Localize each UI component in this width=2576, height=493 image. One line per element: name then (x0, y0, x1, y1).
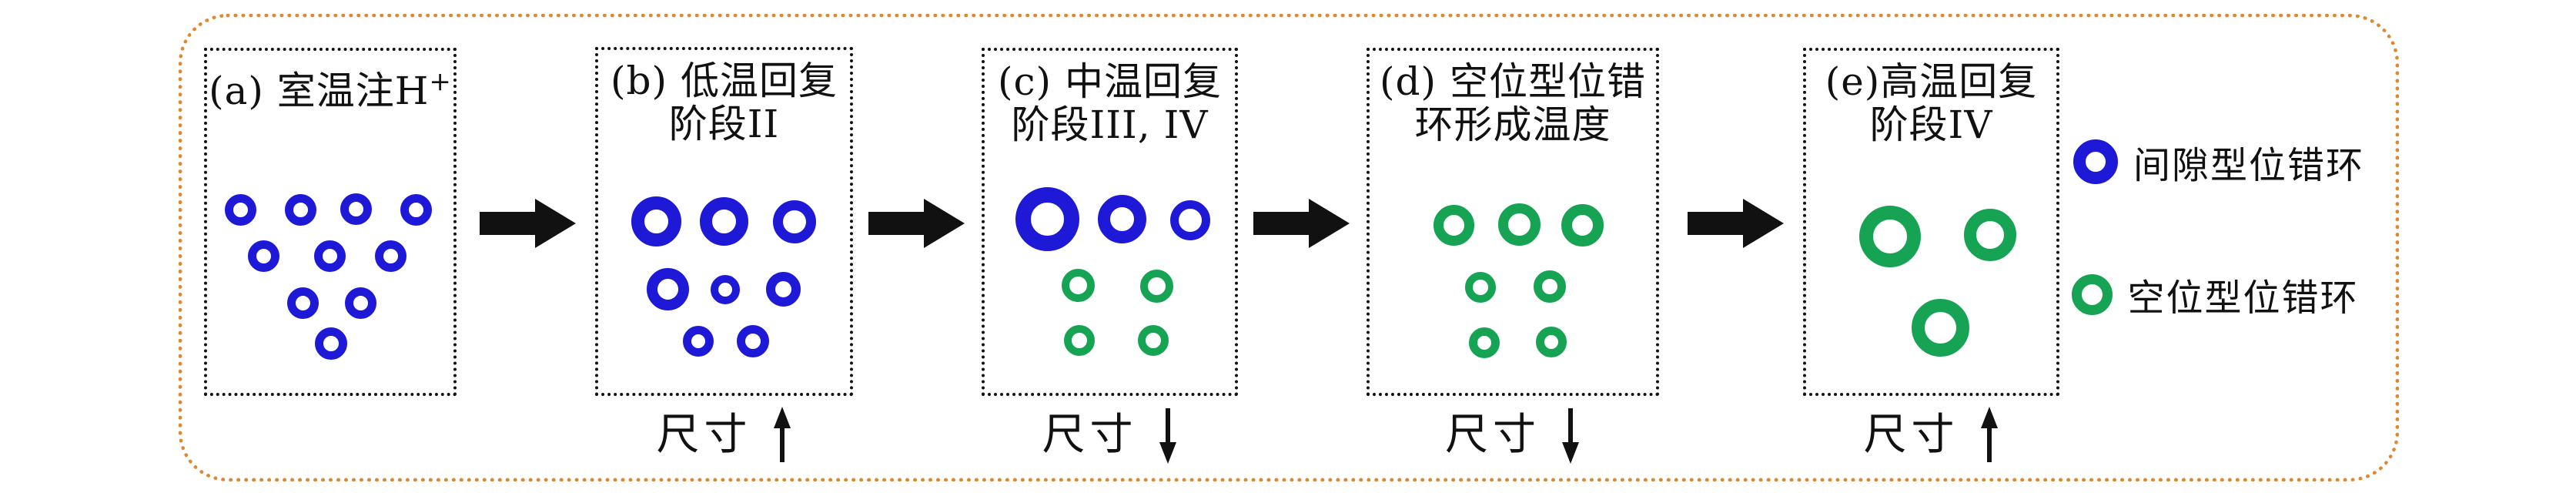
flow-arrow (868, 199, 965, 251)
legend-label: 空位型位错环 (2127, 277, 2359, 320)
panel-title-line2: 阶段IV (1869, 102, 1993, 147)
panel-title-line2: 阶段III, IV (1011, 102, 1209, 147)
legend-interstitial-ring-icon (2073, 139, 2118, 184)
panel-title-superscript: + (429, 66, 452, 97)
panel-title-a: (a) 室温注H+ (204, 60, 457, 112)
vacancy-loop-ring (1139, 269, 1173, 303)
panel-title-line1: (a) 室温注H (209, 69, 430, 113)
vacancy-loop-ring (1859, 206, 1921, 267)
vacancy-loop-ring (1497, 203, 1541, 246)
vacancy-loop-ring (1534, 270, 1566, 303)
interstitial-loop-ring (313, 240, 346, 272)
interstitial-loop-ring (1170, 200, 1210, 240)
panel-title-line2: 阶段II (668, 102, 780, 146)
interstitial-loop-ring (374, 240, 406, 272)
vacancy-loop-ring (1138, 325, 1169, 356)
panel-title-line1: (b) 低温回复 (611, 59, 838, 103)
size-label-c: 尺寸 (1022, 404, 1199, 467)
legend-item-interstitial: 间隙型位错环 (2073, 136, 2364, 188)
panel-title-line1: (e)高温回复 (1825, 59, 2038, 104)
vacancy-loop-ring (1964, 209, 2016, 261)
outer-dotted-frame (179, 14, 2399, 481)
size-label-text: 尺寸 (1445, 410, 1541, 460)
panel-title-line2: 环形成温度 (1414, 102, 1611, 147)
vacancy-loop-ring (1433, 204, 1474, 246)
size-label-text: 尺寸 (1042, 410, 1138, 460)
vacancy-loop-ring (1064, 325, 1095, 356)
interstitial-loop-ring (646, 267, 689, 310)
vacancy-loop-ring (1536, 327, 1567, 357)
vacancy-loop-ring (1911, 298, 1969, 357)
interstitial-loop-ring (286, 287, 319, 319)
size-down-arrow-icon (1562, 408, 1579, 464)
vacancy-loop-ring (1061, 268, 1095, 302)
flow-arrow (1253, 199, 1350, 251)
panel-title-c: (c) 中温回复阶段III, IV (982, 60, 1238, 146)
interstitial-loop-ring (247, 240, 279, 272)
interstitial-loop-ring (1097, 194, 1146, 243)
interstitial-loop-ring (315, 327, 347, 360)
legend-label: 间隙型位错环 (2133, 144, 2365, 187)
panel-title-line1: (c) 中温回复 (998, 59, 1222, 104)
size-label-text: 尺寸 (1863, 410, 1959, 460)
flow-arrow-icon (868, 199, 965, 248)
interstitial-loop-ring (773, 200, 816, 243)
size-label-e: 尺寸 (1843, 404, 2020, 467)
flow-arrow (480, 199, 576, 251)
flow-arrow-icon (480, 199, 576, 248)
interstitial-loop-ring (631, 196, 681, 246)
panel-title-e: (e)高温回复阶段IV (1803, 60, 2059, 146)
interstitial-loop-ring (737, 325, 769, 357)
legend-item-vacancy: 空位型位错环 (2071, 268, 2359, 320)
interstitial-loop-ring (284, 193, 316, 226)
interstitial-loop-ring (1015, 186, 1079, 251)
size-label-text: 尺寸 (656, 410, 752, 460)
size-up-arrow-icon (1980, 407, 1998, 462)
panel-title-line1: (d) 空位型位错 (1380, 59, 1646, 104)
size-label-d: 尺寸 (1424, 404, 1601, 467)
interstitial-loop-ring (765, 271, 801, 307)
size-down-arrow-icon (1159, 408, 1176, 464)
interstitial-loop-ring (344, 287, 376, 319)
interstitial-loop-ring (683, 326, 714, 357)
flow-arrow-icon (1688, 199, 1784, 248)
vacancy-loop-ring (1561, 203, 1604, 246)
panel-title-d: (d) 空位型位错环形成温度 (1367, 60, 1659, 146)
vacancy-loop-ring (1465, 272, 1496, 303)
size-label-b: 尺寸 (636, 404, 813, 467)
interstitial-loop-ring (340, 193, 372, 225)
flow-arrow (1688, 199, 1784, 251)
interstitial-loop-ring (699, 196, 748, 246)
panel-title-b: (b) 低温回复阶段II (595, 59, 853, 146)
size-up-arrow-icon (773, 407, 791, 462)
flow-arrow-icon (1253, 199, 1350, 248)
vacancy-loop-ring (1469, 327, 1500, 358)
interstitial-loop-ring (400, 193, 432, 226)
legend-vacancy-ring-icon (2071, 273, 2113, 315)
interstitial-loop-ring (224, 193, 256, 226)
interstitial-loop-ring (711, 275, 740, 304)
